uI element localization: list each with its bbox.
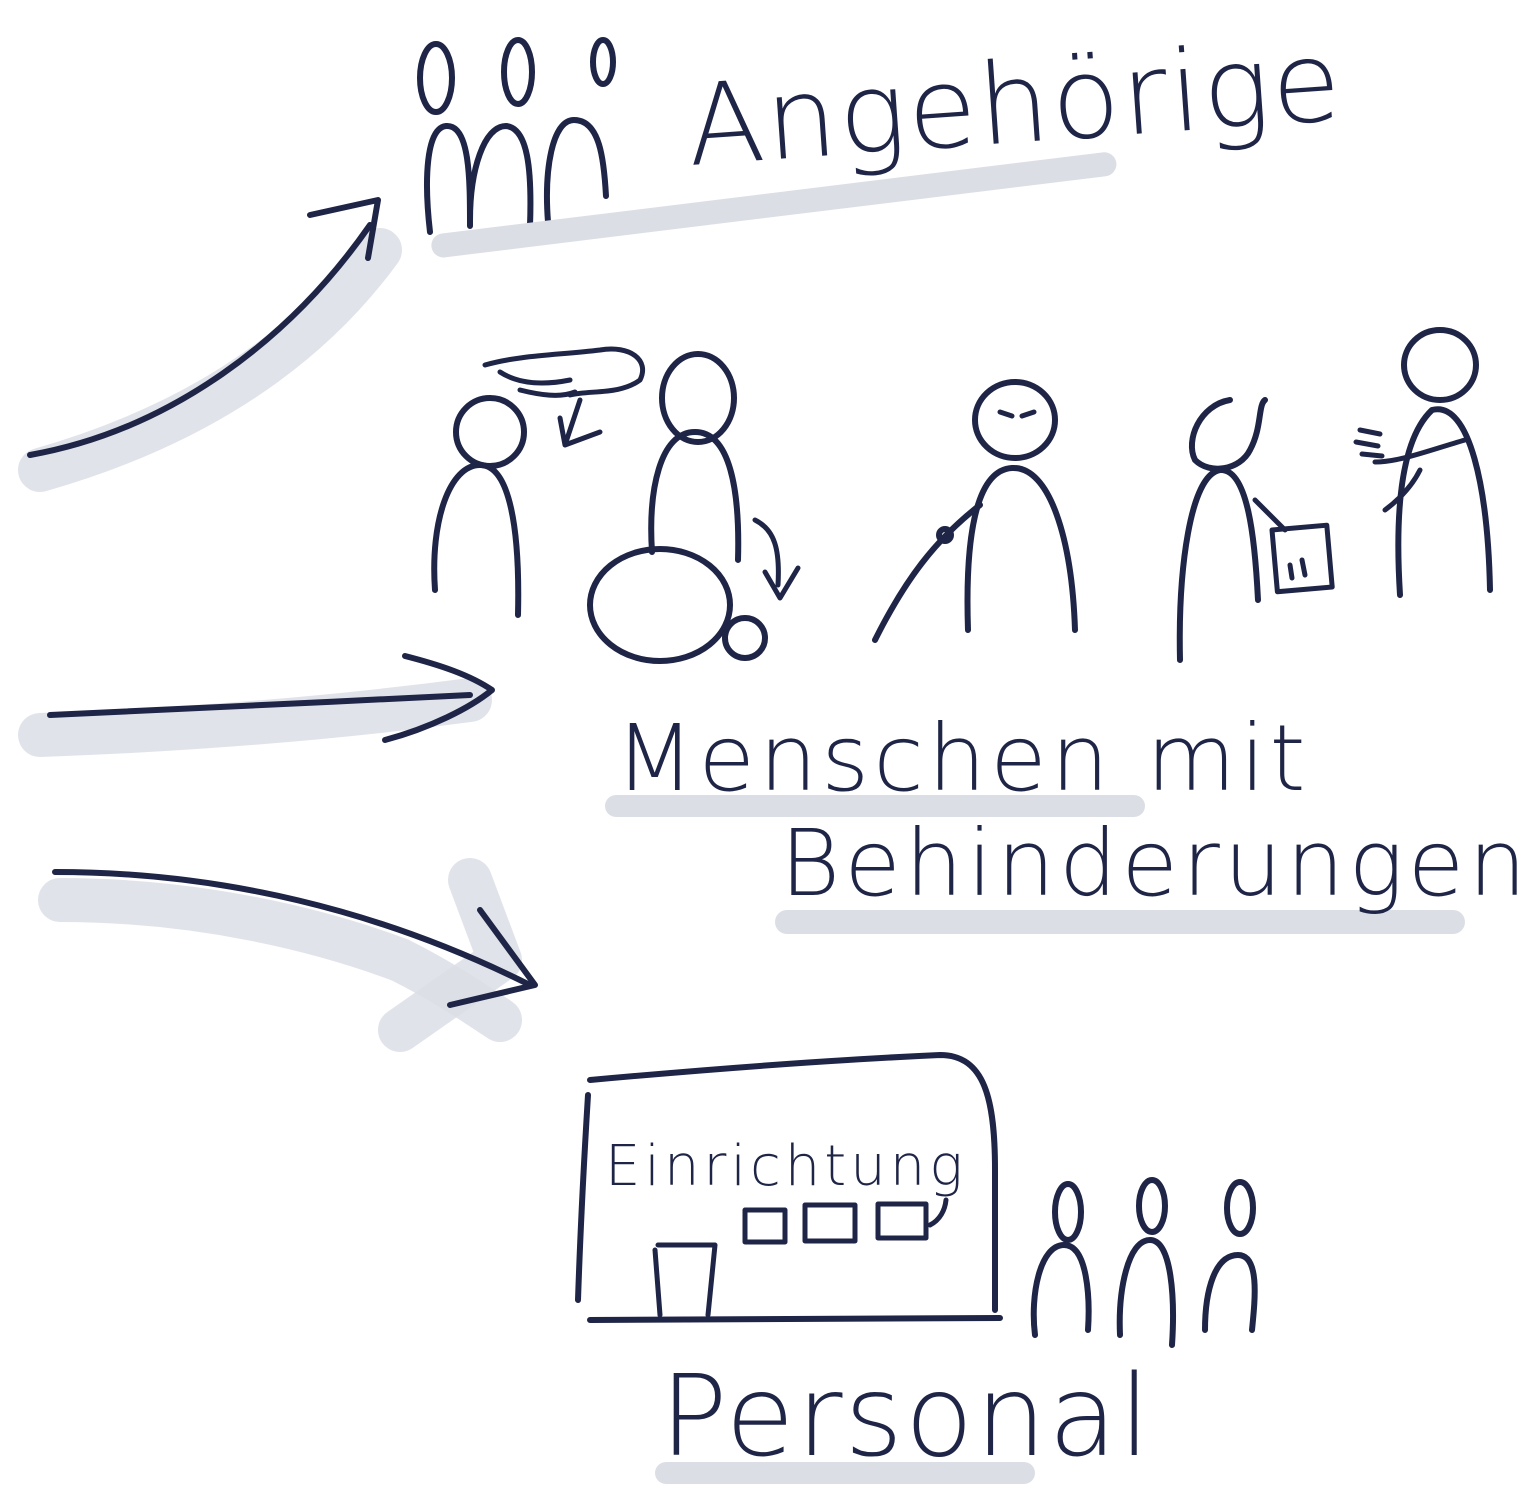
- arrow-to-people-with-disabilities: [18, 653, 495, 757]
- underline-relatives: [431, 152, 1117, 258]
- facility-label: Einrichtung: [605, 1134, 967, 1199]
- people-label-line2: Behinderungen: [780, 810, 1528, 917]
- three-staff-icon: [1030, 1177, 1258, 1348]
- arrow-to-staff: [38, 858, 538, 1052]
- relatives-label: Angehörige: [683, 16, 1347, 191]
- underline-staff: [655, 1462, 1035, 1484]
- wheelchair-user-icon: [587, 351, 801, 664]
- people-label-line1: Menschen mit: [615, 705, 1310, 812]
- underline-people-line1: [605, 795, 1145, 817]
- blind-person-cane-icon: [872, 379, 1078, 643]
- person-thinking-icon: [431, 346, 645, 618]
- underline-people-line2: [775, 910, 1465, 934]
- person-with-tablet-icon: [1176, 397, 1335, 663]
- three-people-icon: [417, 37, 616, 235]
- arrow-to-relatives: [18, 197, 402, 492]
- person-signing-icon: [1353, 327, 1493, 598]
- facility-building-icon: [575, 1052, 1003, 1323]
- staff-label: Personal: [660, 1352, 1152, 1482]
